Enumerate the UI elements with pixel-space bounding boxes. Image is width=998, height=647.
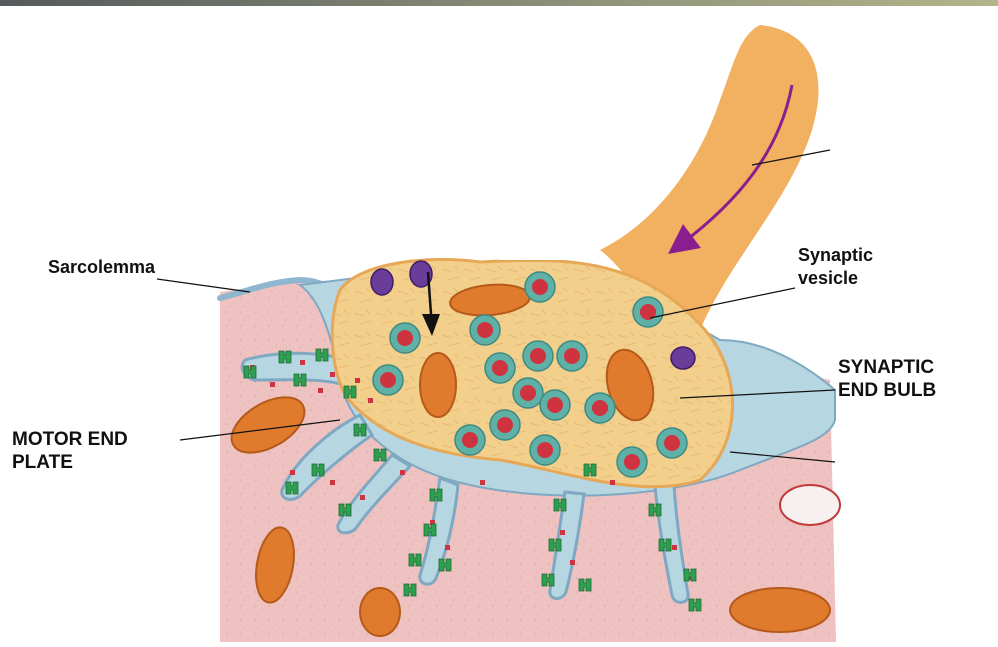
acetylcholine-receptor bbox=[583, 463, 597, 477]
nerve-mitochondria bbox=[419, 283, 655, 422]
mask-top bbox=[170, 218, 250, 234]
acetylcholine-molecule bbox=[318, 388, 323, 393]
calcium-channels bbox=[370, 260, 696, 370]
synaptic-vesicle bbox=[529, 434, 561, 466]
acetylcholine-molecule bbox=[270, 382, 275, 387]
synaptic-vesicle bbox=[584, 392, 616, 424]
label-motor-end-plate: MOTOR END PLATE bbox=[12, 429, 128, 473]
acetylcholine-receptor bbox=[338, 503, 352, 517]
synaptic-vesicles bbox=[372, 271, 688, 478]
acetylcholine-receptor bbox=[553, 498, 567, 512]
acetylcholine-molecule bbox=[560, 530, 565, 535]
acetylcholine-receptor bbox=[315, 348, 329, 362]
acetylcholine-molecule bbox=[445, 545, 450, 550]
acetylcholine-receptor bbox=[541, 573, 555, 587]
acetylcholine-molecule bbox=[688, 575, 693, 580]
acetylcholine-receptor bbox=[243, 365, 257, 379]
acetylcholine-molecule bbox=[610, 480, 615, 485]
acetylcholine-molecule bbox=[355, 378, 360, 383]
acetylcholine-molecule bbox=[360, 495, 365, 500]
junctional-folds bbox=[240, 351, 690, 604]
label-sarcolemma: Sarcolemma bbox=[48, 257, 156, 277]
acetylcholine-receptor bbox=[578, 578, 592, 592]
leader-lines bbox=[156, 149, 836, 463]
acetylcholine-receptor bbox=[343, 385, 357, 399]
synaptic-vesicle bbox=[539, 389, 571, 421]
synaptic-vesicle bbox=[524, 271, 556, 303]
acetylcholine-molecule bbox=[330, 372, 335, 377]
acetylcholine-molecule bbox=[400, 470, 405, 475]
mask-bulb-top bbox=[500, 242, 572, 260]
synaptic-vesicle bbox=[556, 340, 588, 372]
synaptic-vesicle bbox=[389, 322, 421, 354]
acetylcholine-receptor bbox=[403, 583, 417, 597]
acetylcholine-receptor bbox=[408, 553, 422, 567]
synaptic-vesicle bbox=[454, 424, 486, 456]
muscle-mitochondria bbox=[230, 396, 841, 637]
synaptic-vesicle bbox=[632, 296, 664, 328]
acetylcholine-receptor bbox=[648, 503, 662, 517]
acetylcholine-molecule bbox=[570, 560, 575, 565]
acetylcholine-receptor bbox=[658, 538, 672, 552]
acetylcholine-molecule bbox=[368, 398, 373, 403]
acetylcholine-receptor bbox=[353, 423, 367, 437]
acetylcholine-receptor bbox=[683, 568, 697, 582]
acetylcholine-receptor bbox=[285, 481, 299, 495]
axon bbox=[600, 25, 819, 341]
synaptic-vesicle bbox=[469, 314, 501, 346]
acetylcholine-receptor bbox=[429, 488, 443, 502]
acetylcholine-receptor bbox=[423, 523, 437, 537]
slide-top-bar bbox=[0, 0, 998, 6]
synaptic-vesicle bbox=[656, 427, 688, 459]
synaptic-vesicle bbox=[489, 409, 521, 441]
label-synaptic-vesicle: Synaptic vesicle bbox=[798, 245, 874, 288]
acetylcholine-molecule bbox=[300, 360, 305, 365]
synaptic-vesicle bbox=[372, 364, 404, 396]
synaptic-vesicle bbox=[616, 446, 648, 478]
acetylcholine-molecule bbox=[330, 480, 335, 485]
acetylcholine-molecule bbox=[480, 480, 485, 485]
acetylcholine-molecule bbox=[290, 470, 295, 475]
calcium-entry-arrowhead bbox=[422, 314, 440, 336]
acetylcholine-receptor bbox=[278, 350, 292, 364]
acetylcholine-receptor bbox=[438, 558, 452, 572]
acetylcholine-receptor bbox=[688, 598, 702, 612]
acetylcholine-receptor bbox=[293, 373, 307, 387]
synaptic-vesicle bbox=[484, 352, 516, 384]
nerve-impulse-arrow bbox=[668, 84, 794, 255]
synaptic-vesicle bbox=[512, 377, 544, 409]
acetylcholine-molecule bbox=[672, 545, 677, 550]
acetylcholine-molecule bbox=[430, 520, 435, 525]
acetylcholine-receptor bbox=[548, 538, 562, 552]
synaptic-vesicle bbox=[522, 340, 554, 372]
acetylcholine-receptor bbox=[311, 463, 325, 477]
acetylcholine-receptors bbox=[243, 348, 702, 612]
label-synaptic-end-bulb: SYNAPTIC END BULB bbox=[838, 357, 937, 401]
acetylcholine-receptor bbox=[373, 448, 387, 462]
